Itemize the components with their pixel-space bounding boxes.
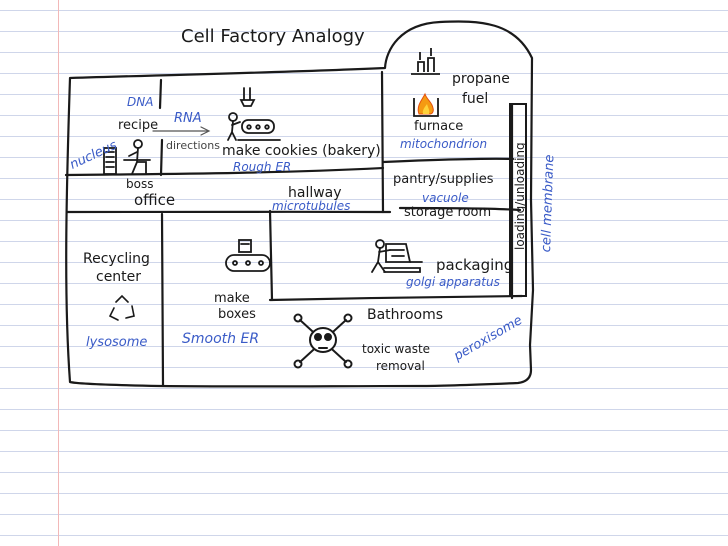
rna-label: RNA bbox=[174, 111, 202, 126]
office-dna-label: DNA bbox=[127, 95, 154, 109]
boxes-label: boxes bbox=[218, 307, 256, 322]
wall-furnace-storage bbox=[381, 157, 515, 164]
office-recipe-label: recipe bbox=[118, 118, 159, 133]
wall-office-bakery bbox=[158, 78, 164, 177]
recycling-label: Recycling bbox=[83, 251, 150, 267]
margin-line bbox=[58, 0, 59, 546]
computer-desk-icon bbox=[103, 139, 151, 175]
conveyor-belt-boxes-icon bbox=[225, 239, 271, 272]
conveyor-belt-icon bbox=[227, 87, 281, 141]
golgi-label: golgi apparatus bbox=[406, 275, 500, 289]
forklift-icon bbox=[371, 239, 423, 273]
storage-room-label: storage room bbox=[404, 205, 492, 220]
loading-label: loading/unloading bbox=[513, 142, 527, 250]
cell-membrane-label: cell membrane bbox=[539, 154, 558, 253]
fire-icon bbox=[417, 92, 434, 115]
storage-organelle-label: vacuole bbox=[422, 191, 469, 205]
directions-label: directions bbox=[166, 139, 220, 152]
page-title: Cell Factory Analogy bbox=[181, 26, 365, 47]
furnace-fuel-label: fuel bbox=[462, 91, 489, 107]
office-label: office bbox=[134, 191, 176, 209]
outer-wall bbox=[65, 20, 535, 388]
factory-chimney-icon bbox=[411, 48, 440, 117]
packaging-label: packaging bbox=[436, 256, 514, 274]
hallway-organelle-label: microtubules bbox=[272, 199, 351, 213]
boxes-make-label: make bbox=[214, 291, 250, 306]
recycling-center-label: center bbox=[96, 269, 142, 285]
loading-dock-icon bbox=[509, 103, 527, 297]
storage-pantry-label: pantry/supplies bbox=[393, 172, 494, 187]
furnace-label: furnace bbox=[414, 119, 464, 134]
removal-label: removal bbox=[376, 359, 425, 373]
rna-arrow bbox=[152, 126, 211, 136]
bathrooms-label: Bathrooms bbox=[367, 307, 444, 323]
wall-hallway-right bbox=[268, 209, 274, 302]
skull-crossbones-icon bbox=[293, 313, 353, 369]
wall-bakery-furnace bbox=[380, 70, 385, 214]
bakery-label: make cookies (bakery) bbox=[222, 143, 381, 159]
furnace-organelle-label: mitochondrion bbox=[400, 137, 488, 151]
smooth-er-label: Smooth ER bbox=[182, 331, 260, 347]
office-boss-label: boss bbox=[126, 177, 154, 191]
wall-recycling-boxes bbox=[160, 212, 165, 387]
recycle-icon bbox=[108, 294, 135, 321]
bakery-organelle-label: Rough ER bbox=[233, 160, 292, 174]
wall-packaging-bathroom bbox=[268, 294, 524, 302]
toxic-waste-label: toxic waste bbox=[362, 342, 431, 356]
wall-top-row bbox=[64, 166, 385, 177]
lysosome-label: lysosome bbox=[86, 335, 148, 350]
furnace-propane-label: propane bbox=[452, 71, 510, 87]
hallway-label: hallway bbox=[288, 185, 342, 201]
